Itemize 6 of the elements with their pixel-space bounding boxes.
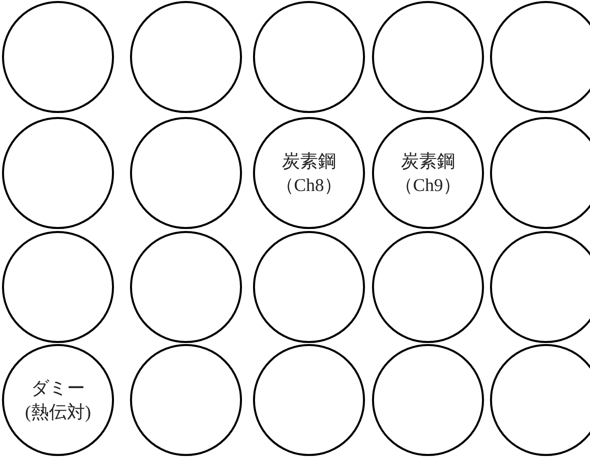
circle-label: 炭素鋼 [401, 150, 455, 173]
circle-label: （Ch9） [394, 174, 461, 197]
circle-label: ダミー [31, 376, 85, 400]
circle-label: （Ch8） [276, 174, 342, 197]
circle-label: (熱伝対) [25, 401, 91, 424]
circle-label: 炭素鋼 [282, 150, 336, 173]
